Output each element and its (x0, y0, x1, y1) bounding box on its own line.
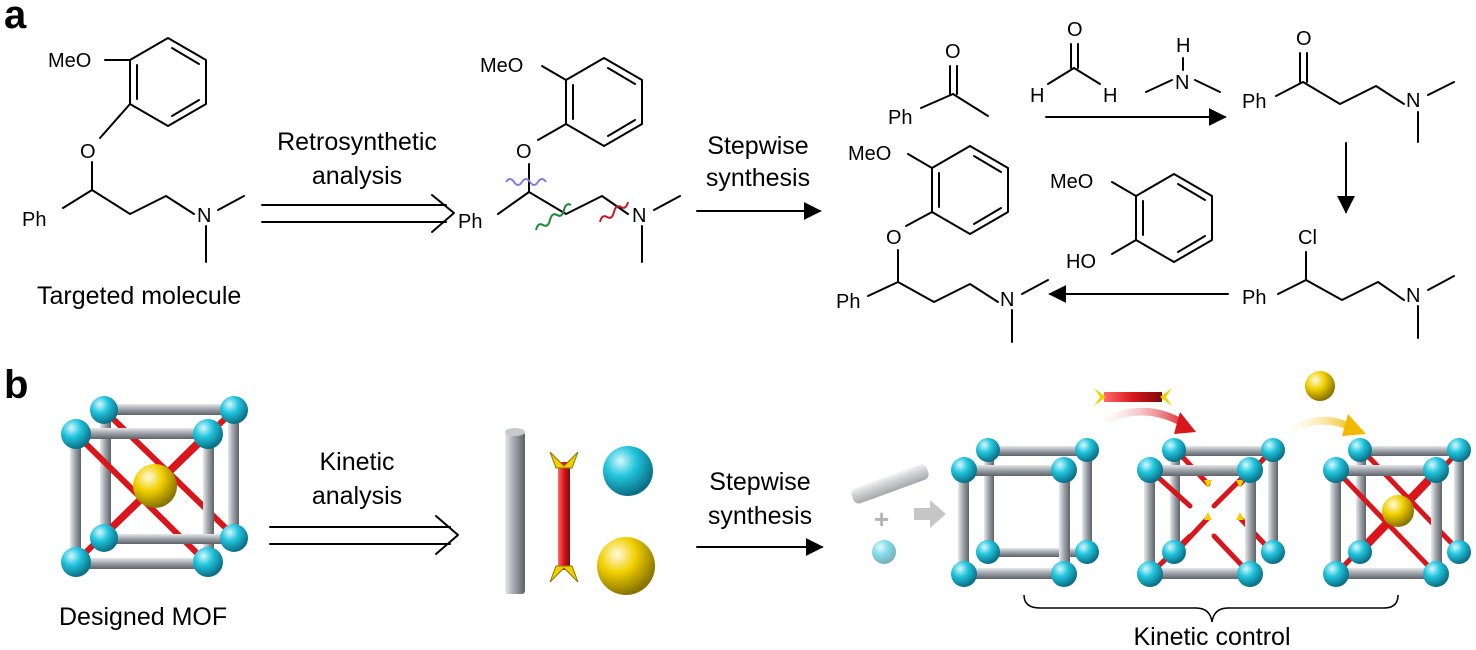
kinetic-control-brace (1023, 594, 1399, 623)
nitrogen-label: N (197, 205, 211, 227)
oxygen-label: O (945, 41, 961, 63)
hydrogen-label: H (1030, 85, 1044, 107)
final-cube (1323, 438, 1471, 587)
red-linker (549, 451, 579, 583)
phenyl-label: Ph (888, 107, 912, 129)
empty-cube (951, 438, 1099, 587)
disconnected-molecule: MeO O Ph N (458, 55, 681, 263)
plus-sign: + (874, 504, 889, 534)
kinetic-analysis-arrow (269, 515, 459, 555)
faded-rod (851, 464, 929, 504)
gray-rod (505, 432, 525, 594)
meo-label: MeO (848, 143, 891, 165)
ho-label: HO (1066, 251, 1096, 273)
faded-reagents: + (851, 464, 946, 564)
stepwise-label-b-line1: Stepwise (709, 468, 810, 496)
acetophenone: O Ph (888, 41, 989, 129)
retrosynthetic-label-line2: analysis (312, 162, 402, 190)
oxygen-label: O (1296, 28, 1312, 50)
panel-a-label: a (4, 0, 27, 37)
nitrogen-label: N (1406, 90, 1420, 112)
sphere-insertion-arrow (1278, 371, 1366, 440)
incoming-linker (1104, 392, 1162, 402)
chlorine-label: Cl (1298, 227, 1317, 249)
stepwise-label-a-line2: synthesis (706, 164, 810, 192)
panel-b-label: b (4, 363, 28, 407)
nitrogen-label: N (1000, 289, 1014, 311)
building-blocks (505, 428, 655, 595)
stepwise-label-a-line1: Stepwise (707, 132, 808, 160)
kinetic-control-label: Kinetic control (1133, 623, 1290, 650)
retrosynthetic-label-line1: Retrosynthetic (277, 128, 437, 156)
designed-mof-caption: Designed MOF (59, 603, 227, 631)
red-cut-mark (599, 201, 629, 223)
oxygen-label: O (516, 141, 532, 163)
designed-mof-cube (61, 396, 248, 577)
final-product: MeO O Ph N (836, 143, 1049, 343)
phenyl-label: Ph (1242, 91, 1266, 113)
cyan-sphere (603, 446, 653, 496)
hydrogen-label: H (1176, 35, 1190, 57)
dimethylamine: H N (1145, 35, 1221, 94)
meo-label: MeO (48, 50, 91, 72)
oxygen-label: O (80, 141, 96, 163)
guaiacol: MeO HO (1050, 171, 1213, 273)
meo-label: MeO (480, 55, 523, 77)
nitrogen-label: N (1175, 72, 1189, 94)
formaldehyde: O H H (1030, 19, 1117, 107)
blue-cut-mark (505, 178, 547, 186)
kinetic-label-line1: Kinetic (319, 448, 394, 476)
center-sphere (133, 464, 177, 508)
nitrogen-label: N (1406, 285, 1420, 307)
faded-arrow (914, 500, 946, 528)
oxygen-label: O (886, 227, 902, 249)
meo-label: MeO (1050, 171, 1093, 193)
targeted-molecule-caption: Targeted molecule (37, 282, 241, 310)
stepwise-label-b-line2: synthesis (708, 502, 812, 530)
nitrogen-label: N (632, 205, 646, 227)
chloro-amine: Cl Ph N (1242, 227, 1455, 339)
kinetic-label-line2: analysis (312, 482, 402, 510)
linker-cube (1137, 438, 1285, 587)
center-sphere (1382, 495, 1414, 527)
phenyl-label: Ph (458, 211, 482, 233)
oxygen-label: O (1067, 19, 1083, 41)
yellow-sphere (597, 537, 655, 595)
linker-insertion-arrow (1092, 388, 1196, 434)
faded-node (872, 540, 896, 564)
phenyl-label: Ph (1242, 287, 1266, 309)
targeted-molecule: MeO O Ph N (22, 37, 245, 263)
incoming-sphere (1305, 371, 1335, 401)
hydrogen-label: H (1103, 85, 1117, 107)
phenyl-label: Ph (836, 291, 860, 313)
green-cut-mark (535, 203, 572, 231)
phenyl-label: Ph (22, 209, 46, 231)
benzene-ring (129, 37, 207, 127)
retrosynthetic-arrow (261, 194, 455, 233)
mannich-product: O Ph N (1242, 28, 1455, 143)
